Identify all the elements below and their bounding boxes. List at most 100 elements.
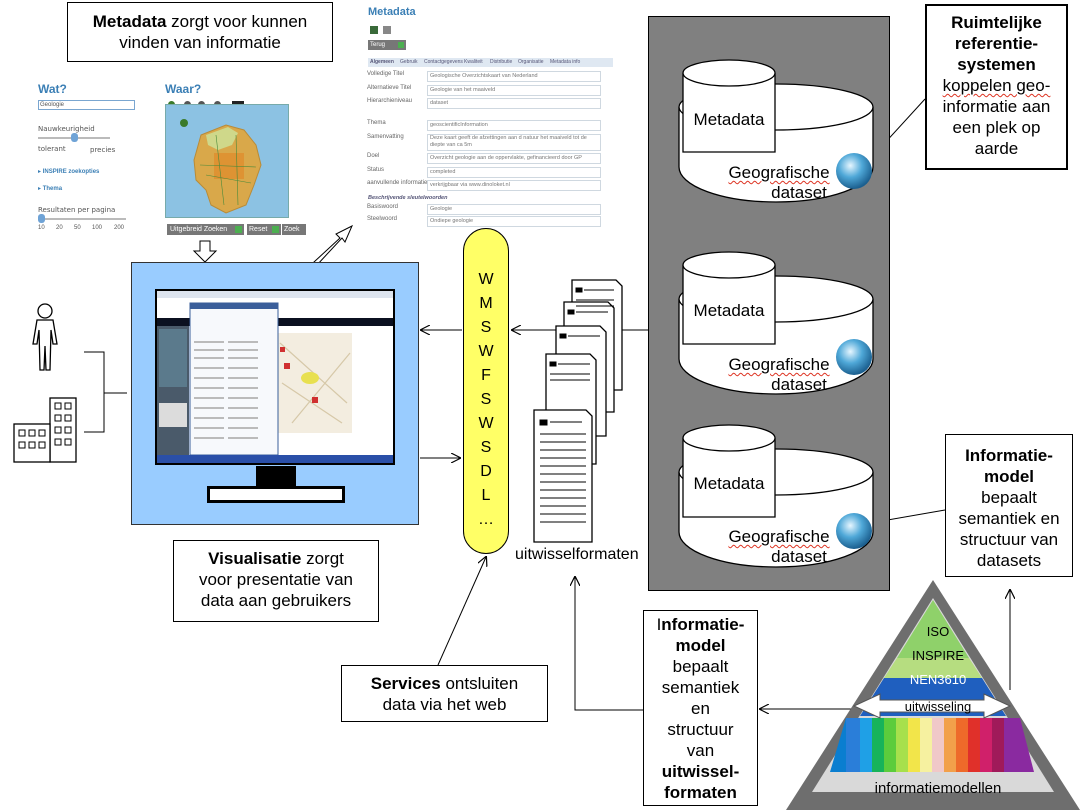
field-key: Hierarchieniveau [367,98,413,104]
tolerant-label: tolerant [38,145,66,153]
resultaten-label: Resultaten per pagina [38,206,116,214]
ruimtelijk-line1: Ruimtelijke [951,13,1042,32]
hollow-down-arrow [192,240,218,263]
metadata-caption-line2: vinden van informatie [119,33,281,52]
tab-organisatie[interactable]: Organisatie [518,59,544,65]
metadata-panel-title: Metadata [368,6,416,18]
metadata-caption-bold: Metadata [92,12,167,31]
terug-label: Terug [370,42,386,48]
uitgebreid-zoeken-button[interactable]: Uitgebreid Zoeken [167,224,244,235]
zoek-button[interactable]: Zoek [282,224,306,235]
ruimtelijk-line5: informatie aan [942,97,1051,116]
scale-tick: 50 [74,225,81,231]
im-right-line1: Informatie- [965,446,1053,465]
im-mid-line7: van [686,741,715,760]
im-mid-line2: model [675,636,726,655]
monitor-drawing [155,289,395,503]
pyramid-inspire-label: INSPIRE [911,648,964,663]
hollow-diagonal-arrow [313,224,354,266]
field-value: Ondiepe geologie [427,216,601,227]
metadata-caption-rest: zorgt voor kunnen [166,12,308,31]
im-right-line3: bepaalt [981,488,1037,507]
services-to-pill-arrow [437,557,486,666]
dataset-3-geo-label: Geografische [728,527,830,546]
im-right-line4: semantiek en [958,509,1060,528]
tab-contact[interactable]: Contactgegevens [424,59,463,65]
service-letter: W [478,343,494,360]
tab-distributie[interactable]: Distributie [490,59,513,65]
im-mid-line1a: I [656,615,662,634]
thema-label: Thema [42,186,63,192]
tab-algemeen[interactable]: Algemeen [370,59,394,65]
im-right-line5: structuur van [959,530,1059,549]
wat-label: Wat? [38,82,67,96]
service-letter: W [478,271,494,288]
ruimtelijk-line3: systemen [957,55,1036,74]
ruimtelijk-line4: koppelen geo- [942,76,1051,95]
im-mid-line3: bepaalt [672,657,729,676]
scale-tick: 20 [56,225,63,231]
ruimtelijk-line6: een plek op [952,118,1041,137]
nauwkeurigheid-slider-handle[interactable] [71,133,78,142]
field-value: Deze kaart geeft de afzettingen aan d na… [427,134,601,151]
arrow-right-icon [235,226,242,233]
informatiemodel-datasets-box: Informatie- model bepaalt semantiek en s… [945,434,1073,577]
waar-label: Waar? [165,82,202,96]
im-mid-line8: uitwissel- [661,762,740,781]
reset-button[interactable]: Reset [247,224,281,235]
user-person-icon [32,303,58,371]
resultaten-slider[interactable] [38,218,126,220]
inspire-options[interactable]: ▸ INSPIRE zoekopties [38,168,99,175]
field-key: Alternatieve Titel [367,85,412,91]
service-letter: M [479,295,493,312]
field-value: geoscientificInformation [427,120,601,131]
dataset-2-dataset-label: dataset [771,375,827,394]
services-bold: Services [370,674,441,693]
field-value: completed [427,167,601,178]
service-letter: F [481,367,491,384]
service-letter: S [480,319,492,336]
save-icon[interactable] [370,26,378,34]
netherlands-map[interactable] [165,104,289,218]
sleutelwoorden-heading: Beschrijvende sleutelwoorden [368,195,448,201]
dataset-1-geo-label: Geografische [728,163,830,182]
visualisatie-rest: zorgt [301,549,344,568]
services-line2: data via het web [382,695,507,714]
im-right-line2: model [983,467,1035,486]
tab-metadata-info[interactable]: Metadata info [550,59,581,65]
service-letter: S [480,439,492,456]
terug-button[interactable]: Terug [368,40,406,50]
tab-kwaliteit[interactable]: Kwaliteit [464,59,483,65]
arrow-right-icon [398,42,404,48]
dataset-cylinder-1 [678,59,874,203]
ruimtelijk-line2: referentie- [954,34,1039,53]
visualisatie-line2: voor presentatie van [198,570,354,589]
user-connector-line [84,351,127,433]
service-letter: L [481,487,491,504]
ruimtelijk-line7: aarde [974,139,1019,158]
im-right-line6: datasets [976,551,1042,570]
services-caption-box: Services ontsluiten data via het web [341,665,548,722]
resultaten-slider-handle[interactable] [38,214,45,223]
wat-input[interactable]: Geologie [38,100,135,110]
cylinders-drawing [678,59,874,568]
service-letter: … [478,511,494,528]
field-key: Doel [367,153,380,159]
search-panel: Wat? Geologie Nauwkeurigheid tolerant pr… [35,78,306,238]
im-mid-line9: formaten [664,783,737,802]
print-icon[interactable] [383,26,391,34]
dataset-2-metadata-label: Metadata [693,301,765,320]
chevron-right-icon: ▸ [38,169,42,175]
visualisation-screen [131,262,419,525]
tab-gebruik[interactable]: Gebruik [400,59,418,65]
thema-options[interactable]: ▸ Thema [38,185,62,192]
service-letter: D [480,463,492,480]
referentiesystemen-caption-box: Ruimtelijke referentie- systemen koppele… [925,4,1068,170]
